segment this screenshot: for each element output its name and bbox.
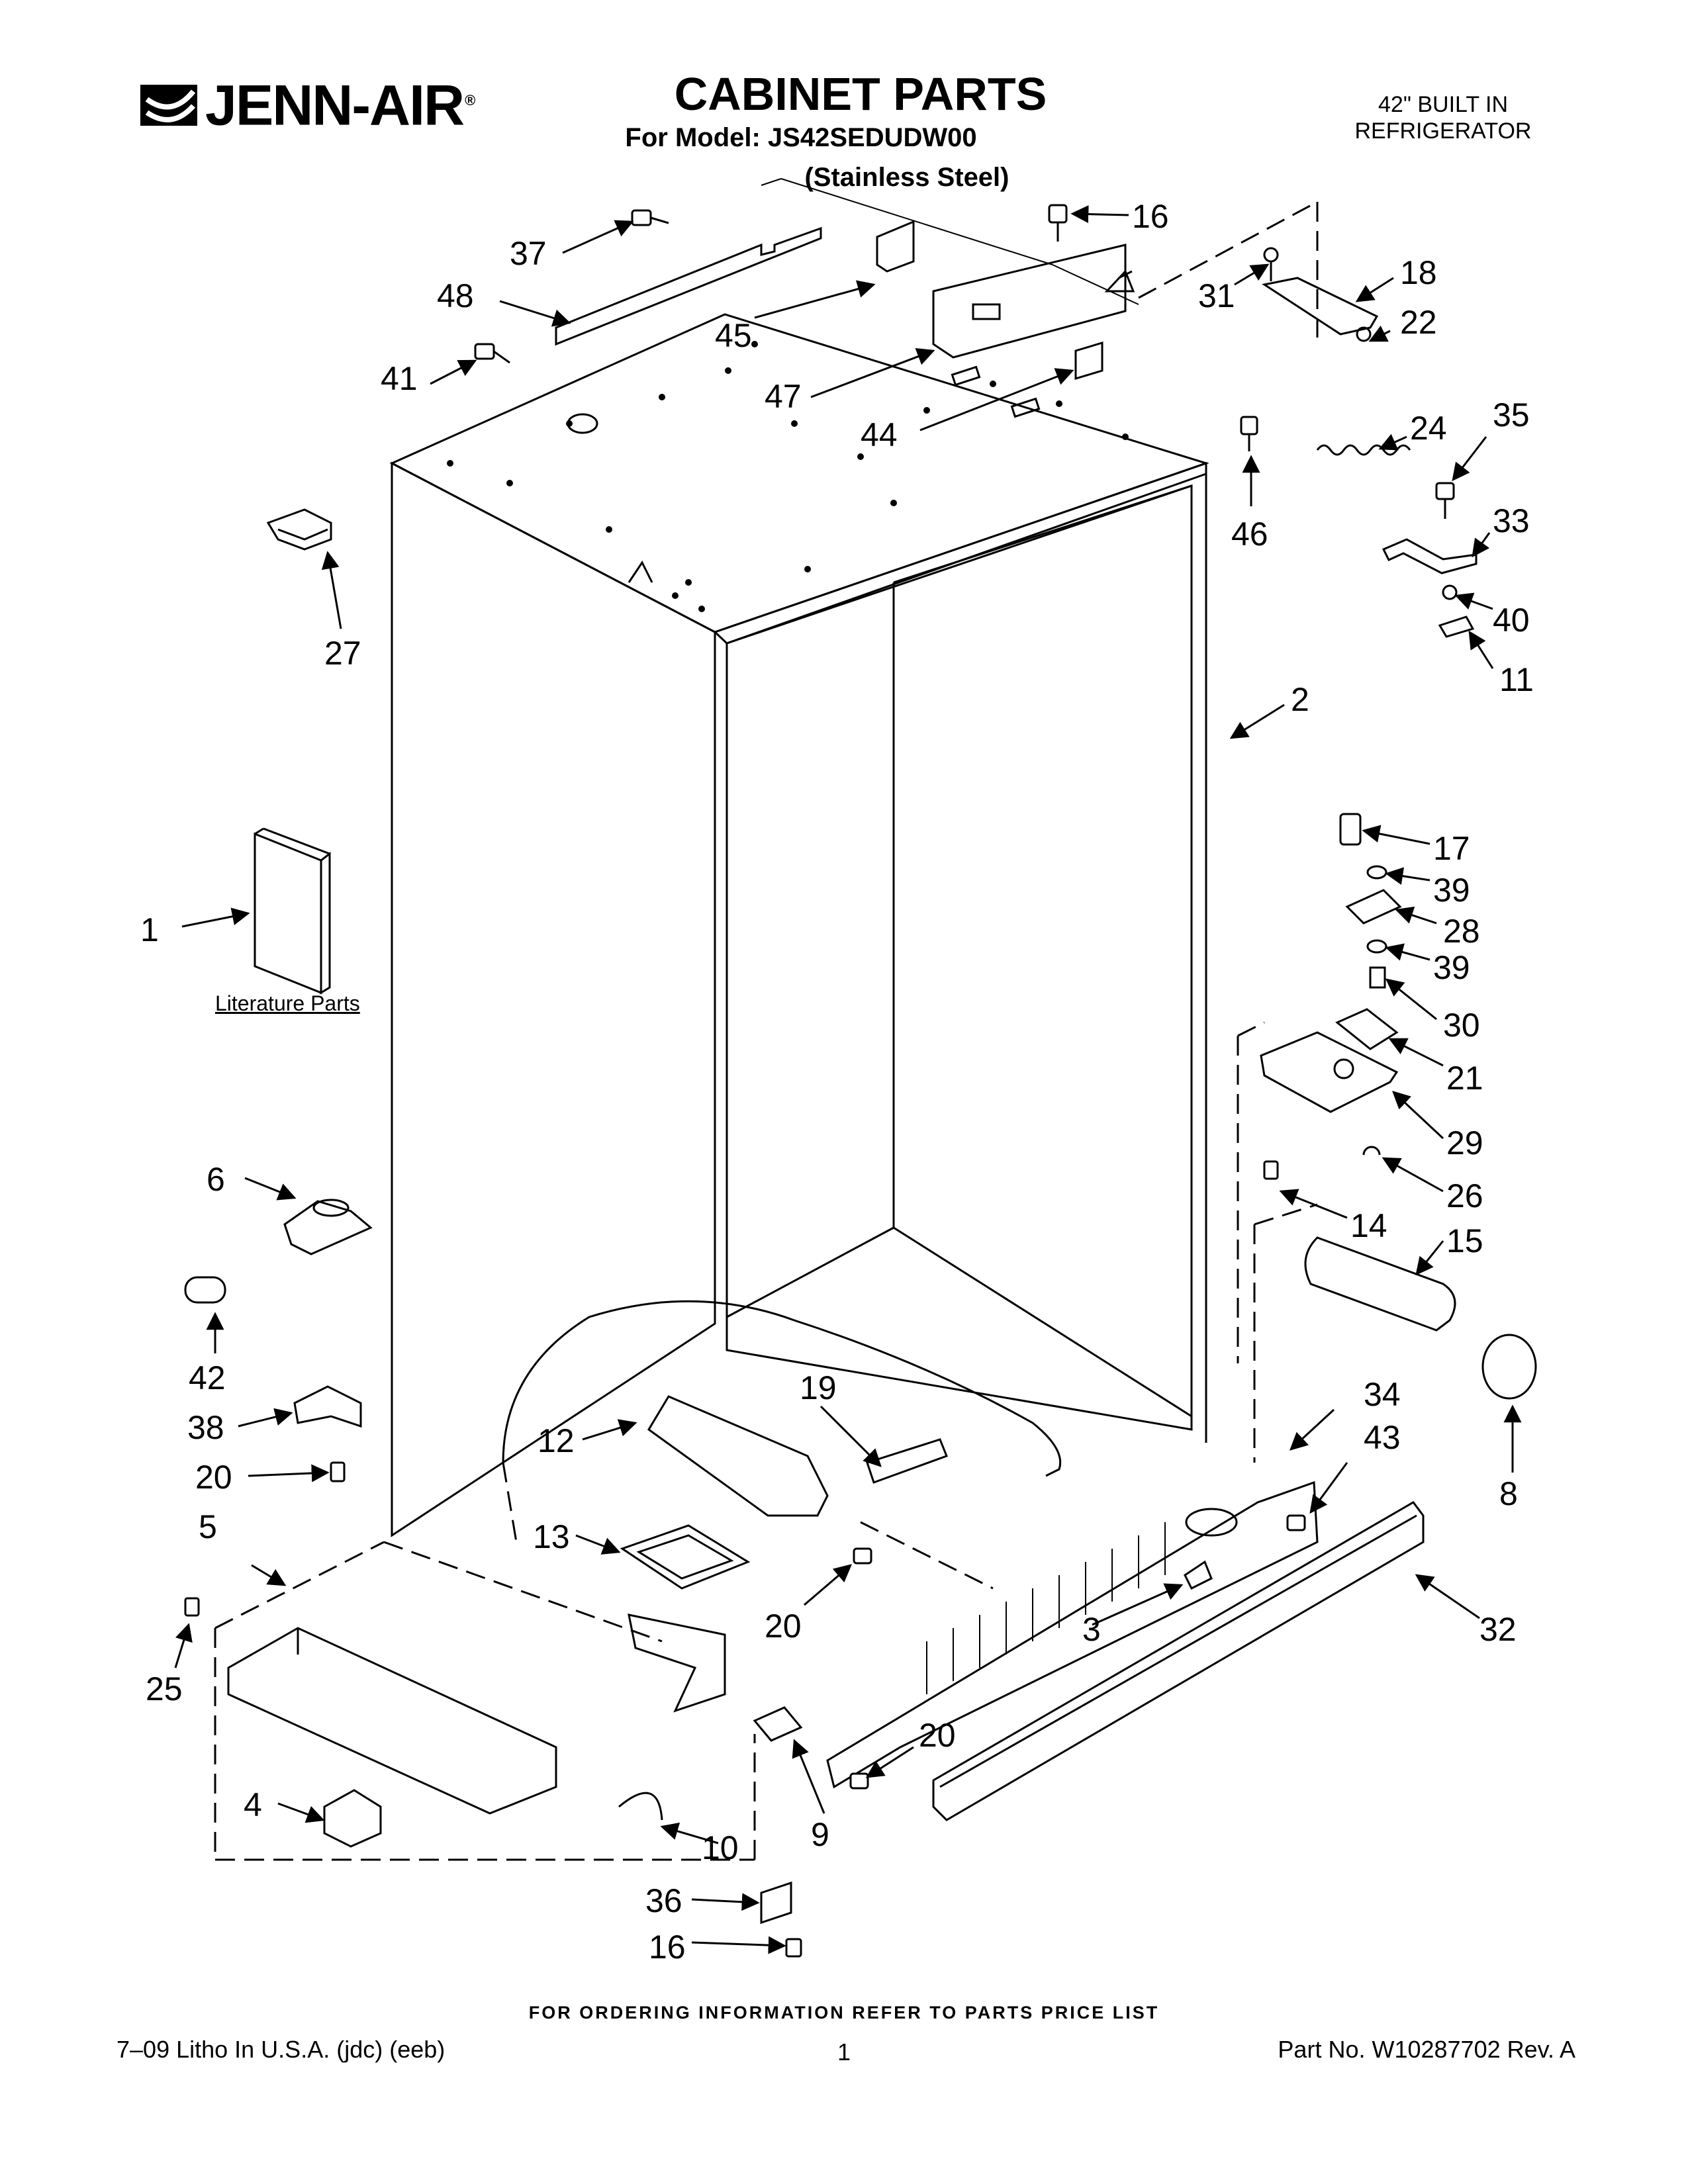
callout-31: 31 xyxy=(1198,277,1235,314)
callout-32: 32 xyxy=(1479,1611,1517,1648)
product-line-1: 42" BUILT IN xyxy=(1378,92,1508,117)
finish-label: (Stainless Steel) xyxy=(804,163,1009,192)
grille-cutout-outline xyxy=(502,1300,1062,1477)
cabinet-body xyxy=(389,313,1209,1537)
top-hinge-assembly xyxy=(1104,201,1379,342)
model-number: For Model: JS42SEDUDW00 xyxy=(625,123,977,152)
callout-2: 2 xyxy=(1291,681,1309,718)
callout-10: 10 xyxy=(702,1829,739,1866)
callout-22: 22 xyxy=(1400,304,1437,341)
callout-34: 34 xyxy=(1364,1376,1401,1413)
page-number: 1 xyxy=(837,2038,851,2066)
brand-logo: JENN-AIR® xyxy=(139,66,483,139)
callout-27: 27 xyxy=(324,635,361,672)
registered-mark: ® xyxy=(465,92,475,109)
callout-30: 30 xyxy=(1443,1007,1480,1044)
callout-37: 37 xyxy=(510,235,547,272)
product-description: 42" BUILT IN REFRIGERATOR xyxy=(1311,91,1575,144)
callout-44: 44 xyxy=(861,416,898,453)
jenn-air-logo-mark xyxy=(140,85,197,126)
callout-18: 18 xyxy=(1400,254,1437,291)
callout-14: 14 xyxy=(1350,1207,1387,1244)
part-number: Part No. W10287702 Rev. A xyxy=(1278,2036,1575,2063)
callout-33: 33 xyxy=(1493,502,1530,539)
callout-5: 5 xyxy=(199,1508,217,1545)
callout-40: 40 xyxy=(1493,602,1530,639)
callout-16-top: 16 xyxy=(1132,198,1169,235)
callout-47: 47 xyxy=(765,378,802,415)
clip-part-27 xyxy=(266,508,332,551)
callout-6: 6 xyxy=(207,1161,225,1198)
callout-17: 17 xyxy=(1433,830,1470,867)
callout-20-mid: 20 xyxy=(765,1608,802,1645)
callout-20-left: 20 xyxy=(195,1459,232,1496)
callout-38: 38 xyxy=(187,1409,224,1446)
callout-45: 45 xyxy=(715,317,752,354)
brand-name: JENN-AIR® xyxy=(205,73,475,138)
callout-48: 48 xyxy=(437,277,474,314)
callout-39-b: 39 xyxy=(1433,949,1470,986)
callout-42: 42 xyxy=(189,1359,226,1396)
callout-3: 3 xyxy=(1082,1611,1101,1648)
mid-right-bracket xyxy=(1382,538,1477,638)
callout-1: 1 xyxy=(140,911,159,948)
screws xyxy=(474,204,1455,519)
callout-20-bottom: 20 xyxy=(919,1717,956,1754)
callout-11: 11 xyxy=(1499,661,1534,698)
product-line-2: REFRIGERATOR xyxy=(1354,118,1532,144)
left-side-small-parts xyxy=(184,1199,373,1482)
front-grille-and-toekick xyxy=(826,1480,1425,1821)
callout-24: 24 xyxy=(1410,410,1447,447)
callout-36: 36 xyxy=(645,1882,682,1919)
callout-43: 43 xyxy=(1364,1419,1401,1456)
callout-15: 15 xyxy=(1446,1222,1483,1259)
top-brackets xyxy=(555,178,1139,418)
callout-21: 21 xyxy=(1446,1060,1483,1097)
callout-8: 8 xyxy=(1499,1475,1518,1512)
base-frame-group xyxy=(214,1541,756,1861)
callout-12: 12 xyxy=(538,1422,575,1459)
lower-internal-parts xyxy=(620,1395,948,1590)
callout-29: 29 xyxy=(1446,1124,1483,1161)
callout-28: 28 xyxy=(1443,913,1480,950)
water-filter xyxy=(1253,1203,1537,1463)
callout-25: 25 xyxy=(146,1670,183,1707)
bottom-small-parts xyxy=(184,1514,1306,1958)
callout-39-a: 39 xyxy=(1433,872,1470,909)
callout-leader-lines xyxy=(174,205,1522,1954)
callout-19: 19 xyxy=(800,1369,837,1406)
spring-part xyxy=(1316,444,1411,456)
callout-26: 26 xyxy=(1446,1177,1483,1214)
callout-35: 35 xyxy=(1493,396,1530,433)
literature-booklet xyxy=(254,827,331,995)
callout-9: 9 xyxy=(811,1816,829,1853)
callout-41: 41 xyxy=(381,360,418,397)
callout-4: 4 xyxy=(244,1786,262,1823)
callout-46: 46 xyxy=(1231,516,1268,553)
literature-parts-label: Literature Parts xyxy=(215,991,360,1015)
callout-16-bottom: 16 xyxy=(649,1929,686,1966)
lower-hinge-stack xyxy=(1237,813,1402,1363)
litho-info: 7–09 Litho In U.S.A. (jdc) (eeb) xyxy=(117,2036,445,2063)
callout-13: 13 xyxy=(533,1518,570,1555)
page-title: CABINET PARTS xyxy=(674,68,1047,120)
ordering-note: FOR ORDERING INFORMATION REFER TO PARTS … xyxy=(528,2003,1160,2023)
